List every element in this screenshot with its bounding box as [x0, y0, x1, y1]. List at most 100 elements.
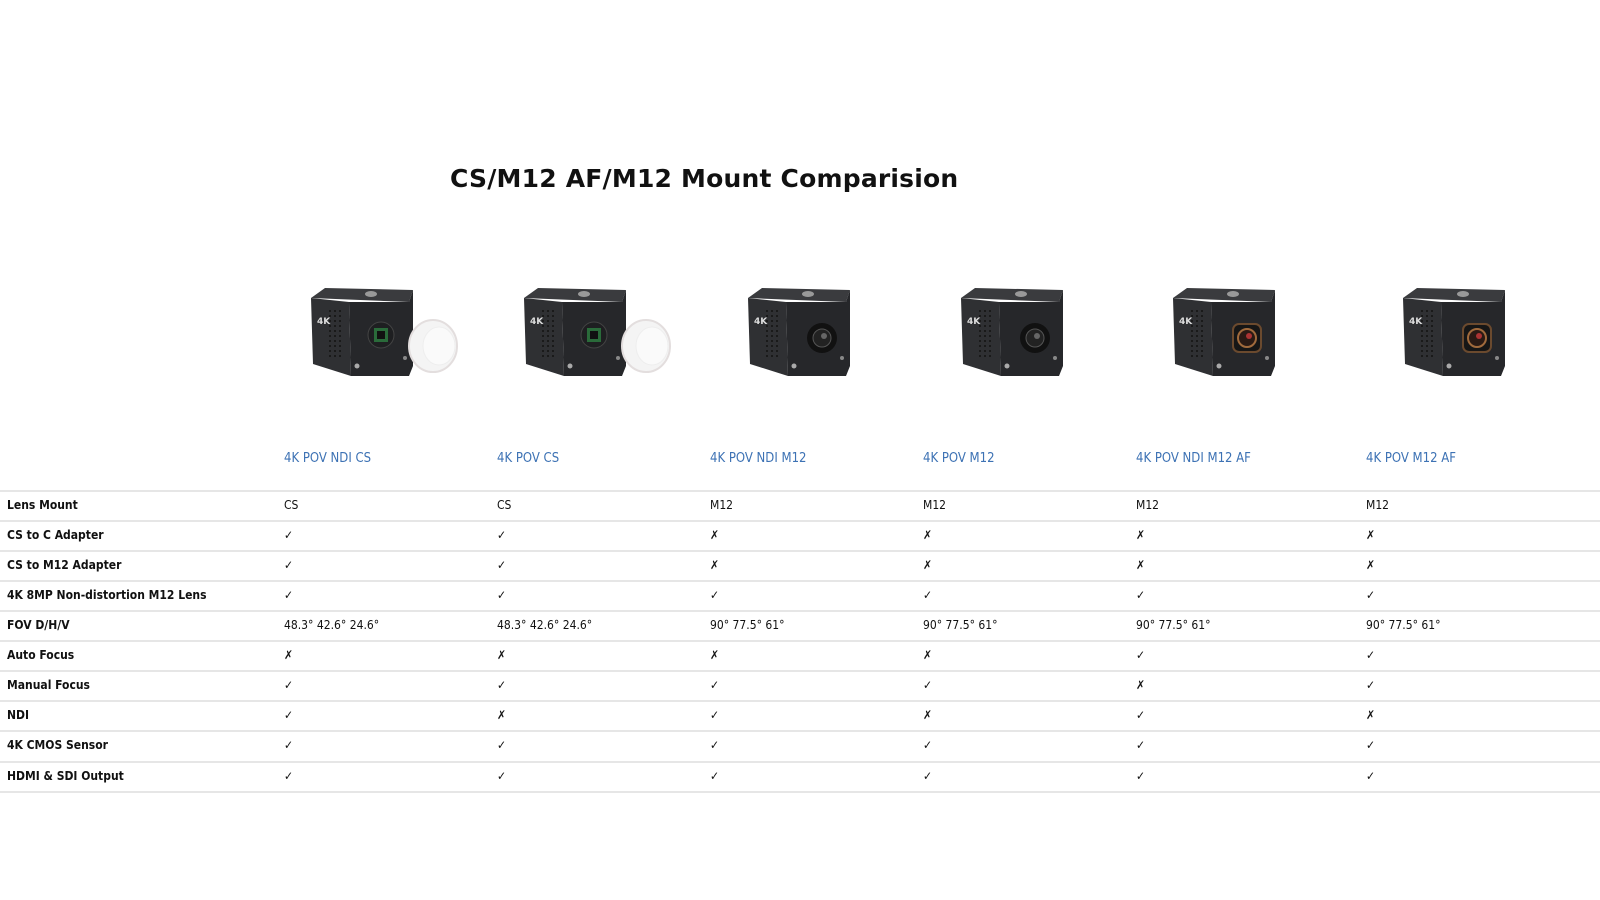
cross-icon: ✗ [1366, 528, 1376, 542]
check-icon: ✓ [1366, 588, 1376, 602]
row-divider [0, 791, 1600, 793]
check-icon: ✓ [1366, 769, 1376, 783]
cross-icon: ✗ [284, 648, 294, 662]
row-label: 4K 8MP Non-distortion M12 Lens [7, 588, 207, 602]
check-icon: ✓ [923, 588, 933, 602]
check-icon: ✓ [923, 738, 933, 752]
check-icon: ✓ [284, 708, 294, 722]
check-icon: ✓ [923, 678, 933, 692]
check-icon: ✓ [710, 738, 720, 752]
cross-icon: ✗ [710, 558, 720, 572]
check-icon: ✓ [1136, 769, 1146, 783]
row-divider [0, 730, 1600, 732]
row-divider [0, 490, 1600, 492]
check-icon: ✓ [284, 588, 294, 602]
row-divider [0, 580, 1600, 582]
cell-value: M12 [1366, 498, 1390, 512]
check-icon: ✓ [497, 678, 507, 692]
row-label: HDMI & SDI Output [7, 769, 124, 783]
row-divider [0, 670, 1600, 672]
check-icon: ✓ [710, 769, 720, 783]
camera-image-m12-lens-icon: 4K [955, 280, 1135, 385]
cross-icon: ✗ [923, 708, 933, 722]
cross-icon: ✗ [1366, 558, 1376, 572]
check-icon: ✓ [497, 738, 507, 752]
check-icon: ✓ [284, 738, 294, 752]
row-divider [0, 640, 1600, 642]
cell-value: 48.3° 42.6° 24.6° [284, 618, 380, 632]
product-link[interactable]: 4K POV M12 AF [1366, 451, 1456, 466]
svg-text:4K: 4K [1179, 317, 1193, 327]
row-label: FOV D/H/V [7, 618, 70, 632]
check-icon: ✓ [497, 558, 507, 572]
cross-icon: ✗ [1366, 708, 1376, 722]
svg-text:4K: 4K [317, 317, 331, 327]
check-icon: ✓ [284, 558, 294, 572]
cell-value: 90° 77.5° 61° [710, 618, 785, 632]
row-label: CS to C Adapter [7, 528, 104, 542]
row-divider [0, 610, 1600, 612]
cell-value: M12 [1136, 498, 1160, 512]
cell-value: M12 [923, 498, 947, 512]
check-icon: ✓ [710, 678, 720, 692]
check-icon: ✓ [284, 678, 294, 692]
check-icon: ✓ [284, 769, 294, 783]
check-icon: ✓ [1366, 738, 1376, 752]
check-icon: ✓ [284, 528, 294, 542]
product-link[interactable]: 4K POV NDI M12 [710, 451, 807, 466]
cross-icon: ✗ [710, 528, 720, 542]
product-link[interactable]: 4K POV CS [497, 451, 560, 466]
check-icon: ✓ [1136, 738, 1146, 752]
row-label: Manual Focus [7, 678, 90, 692]
cell-value: CS [497, 498, 512, 512]
check-icon: ✓ [710, 708, 720, 722]
page-title: CS/M12 AF/M12 Mount Comparision [450, 164, 959, 193]
row-divider [0, 550, 1600, 552]
cell-value: 90° 77.5° 61° [1136, 618, 1211, 632]
row-label: CS to M12 Adapter [7, 558, 122, 572]
check-icon: ✓ [1136, 588, 1146, 602]
product-link[interactable]: 4K POV NDI M12 AF [1136, 451, 1251, 466]
cell-value: M12 [710, 498, 734, 512]
row-divider [0, 761, 1600, 763]
cross-icon: ✗ [923, 528, 933, 542]
check-icon: ✓ [1136, 648, 1146, 662]
check-icon: ✓ [1366, 678, 1376, 692]
cross-icon: ✗ [1136, 678, 1146, 692]
check-icon: ✓ [710, 588, 720, 602]
row-divider [0, 520, 1600, 522]
cell-value: 90° 77.5° 61° [1366, 618, 1441, 632]
cross-icon: ✗ [497, 708, 507, 722]
camera-image-m12-lens-icon: 4K [742, 280, 922, 385]
row-label: NDI [7, 708, 30, 722]
camera-image-cs-sensor-icon: 4K [518, 280, 698, 385]
cross-icon: ✗ [923, 648, 933, 662]
camera-image-cs-sensor-icon: 4K [305, 280, 485, 385]
svg-text:4K: 4K [754, 317, 768, 327]
product-link[interactable]: 4K POV M12 [923, 451, 995, 466]
row-label: Lens Mount [7, 498, 78, 512]
svg-text:4K: 4K [530, 317, 544, 327]
check-icon: ✓ [1136, 708, 1146, 722]
svg-text:4K: 4K [967, 317, 981, 327]
row-divider [0, 700, 1600, 702]
row-label: 4K CMOS Sensor [7, 738, 108, 752]
check-icon: ✓ [497, 528, 507, 542]
svg-text:4K: 4K [1409, 317, 1423, 327]
check-icon: ✓ [923, 769, 933, 783]
cross-icon: ✗ [923, 558, 933, 572]
check-icon: ✓ [497, 588, 507, 602]
cell-value: 48.3° 42.6° 24.6° [497, 618, 593, 632]
camera-image-m12-af-lens-icon: 4K [1397, 280, 1577, 385]
camera-image-m12-af-lens-icon: 4K [1167, 280, 1347, 385]
cross-icon: ✗ [497, 648, 507, 662]
cross-icon: ✗ [1136, 558, 1146, 572]
row-label: Auto Focus [7, 648, 75, 662]
check-icon: ✓ [497, 769, 507, 783]
cell-value: 90° 77.5° 61° [923, 618, 998, 632]
cell-value: CS [284, 498, 299, 512]
check-icon: ✓ [1366, 648, 1376, 662]
cross-icon: ✗ [1136, 528, 1146, 542]
product-link[interactable]: 4K POV NDI CS [284, 451, 372, 466]
cross-icon: ✗ [710, 648, 720, 662]
